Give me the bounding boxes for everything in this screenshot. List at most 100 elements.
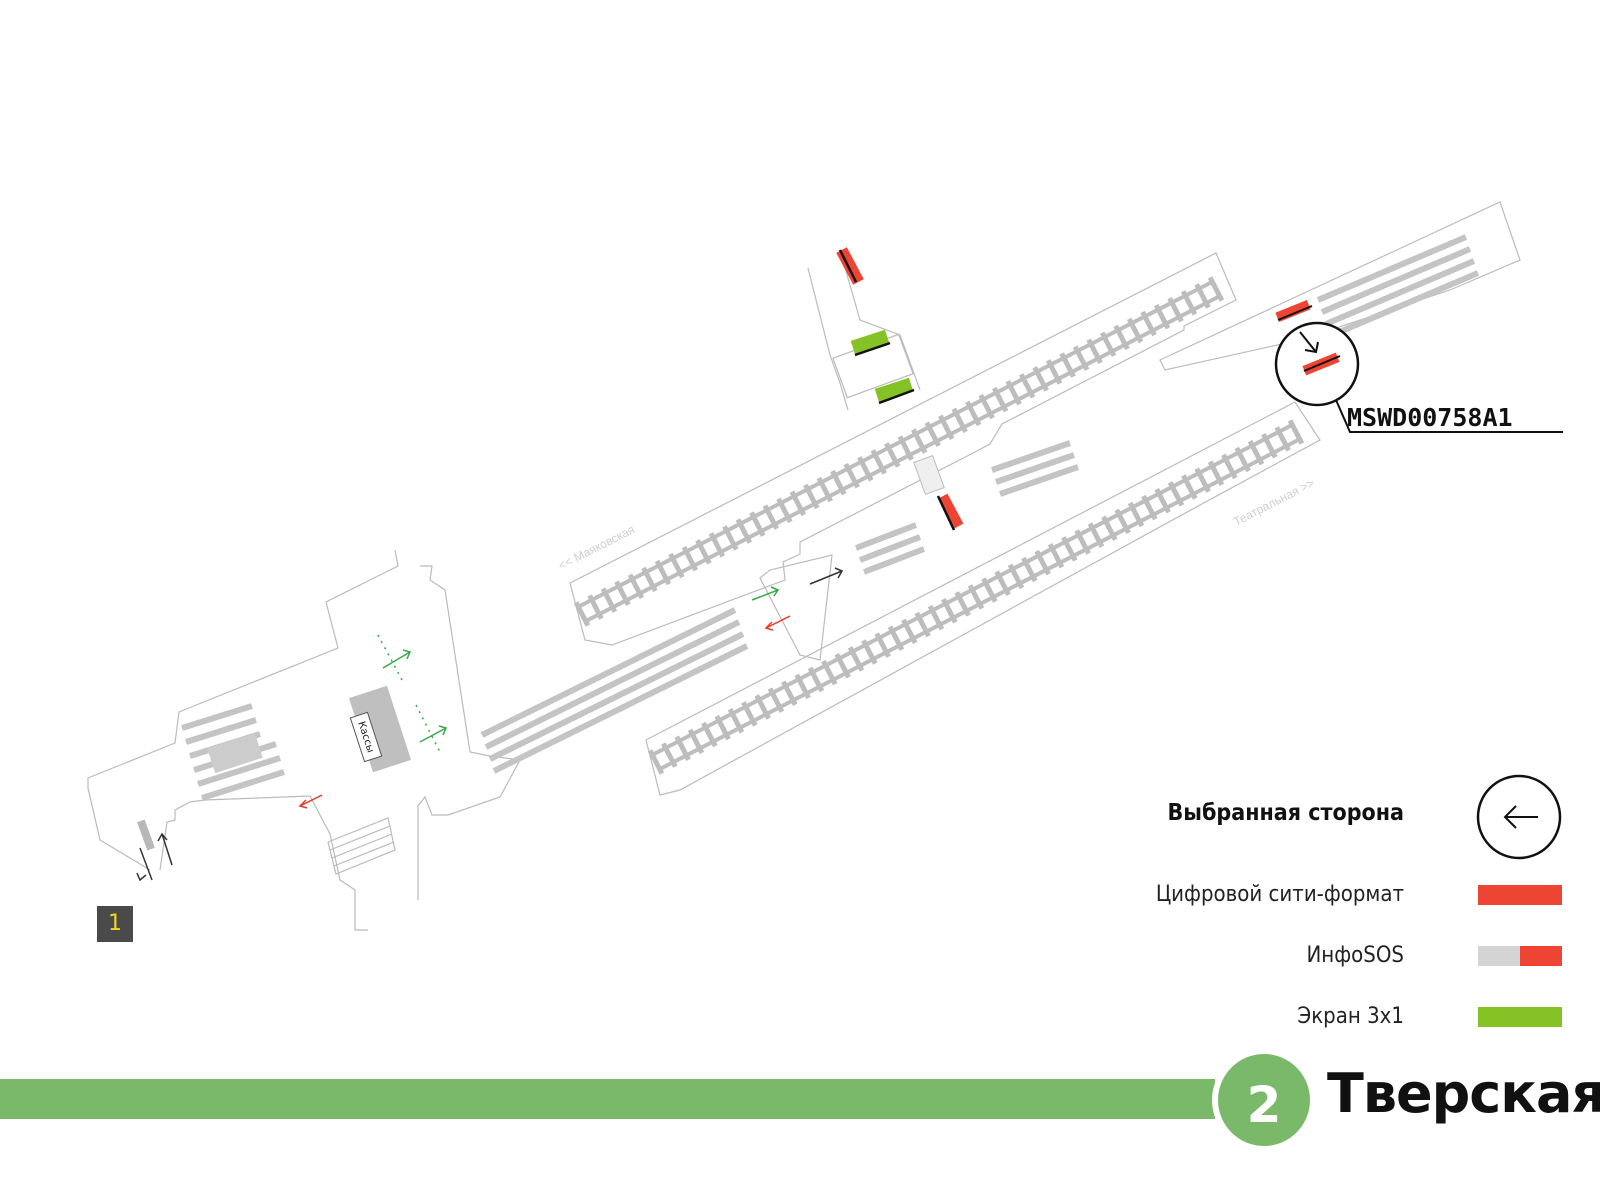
track-sleeper bbox=[901, 618, 918, 645]
track-sleeper bbox=[1101, 515, 1118, 541]
track-sleeper bbox=[661, 742, 678, 768]
track-sleeper bbox=[816, 476, 833, 503]
track-sleeper bbox=[981, 577, 998, 603]
direction-label-mayakovskaya: << Маяковская bbox=[556, 522, 637, 572]
track-sleeper bbox=[708, 532, 726, 558]
direction-arrow-icon bbox=[136, 567, 844, 882]
track-sleeper bbox=[1181, 474, 1198, 500]
direction-arrows bbox=[136, 567, 844, 882]
track-sleeper bbox=[762, 504, 780, 530]
track-sleeper bbox=[695, 539, 712, 565]
track-sleeper bbox=[807, 666, 825, 693]
legend-city-format-label: Цифровой сити-формат bbox=[1155, 882, 1404, 907]
track-sleeper bbox=[965, 400, 982, 427]
legend-selected-side-label: Выбранная сторона bbox=[1167, 800, 1404, 826]
track-sleeper bbox=[843, 462, 860, 489]
track-sleeper bbox=[1194, 283, 1211, 309]
track-sleeper bbox=[767, 687, 785, 713]
track-sleeper bbox=[847, 646, 865, 672]
track-sleeper bbox=[1140, 310, 1157, 337]
track-sleeper bbox=[924, 421, 941, 447]
track-sleeper bbox=[992, 386, 1009, 413]
track-sleeper bbox=[1274, 426, 1291, 452]
track-sleeper bbox=[1099, 331, 1117, 358]
track-sleeper bbox=[1086, 338, 1103, 364]
track-sleeper bbox=[951, 407, 968, 434]
track-sleeper bbox=[1261, 433, 1278, 459]
cashier-booth: Кассы bbox=[348, 685, 412, 773]
selected-screen-callout[interactable] bbox=[1274, 321, 1563, 433]
track-sleeper bbox=[587, 594, 604, 620]
track-sleeper bbox=[1113, 324, 1130, 351]
track-sleeper bbox=[938, 414, 955, 441]
track-sleeper bbox=[701, 721, 718, 748]
line-number: 2 bbox=[1246, 1076, 1282, 1134]
screen-infosos-middle[interactable] bbox=[936, 493, 964, 531]
track-sleeper bbox=[1061, 536, 1078, 562]
track-sleeper bbox=[1114, 508, 1131, 535]
track-sleeper bbox=[954, 591, 971, 617]
track-sleeper bbox=[887, 625, 905, 651]
legend-infosos-label: ИнфоSOS bbox=[1306, 943, 1405, 968]
screen-city-format-top[interactable] bbox=[836, 247, 864, 285]
track-sleeper bbox=[1059, 352, 1076, 378]
track-sleeper bbox=[714, 714, 731, 741]
track-sleeper bbox=[1180, 290, 1198, 316]
track-sleeper bbox=[1034, 549, 1051, 576]
track-sleeper bbox=[614, 580, 631, 606]
track-sleeper bbox=[1141, 494, 1158, 521]
track-sleeper bbox=[1047, 543, 1065, 569]
line-band bbox=[0, 1079, 1215, 1119]
track-sleeper bbox=[911, 428, 928, 454]
track-sleeper bbox=[897, 435, 914, 461]
direction-label-teatralnaya: Театральная >> bbox=[1231, 476, 1317, 529]
screen-3x1-upper[interactable] bbox=[850, 329, 891, 357]
track-sleeper bbox=[834, 653, 851, 679]
track-sleeper bbox=[978, 393, 995, 420]
track-sleeper bbox=[1126, 317, 1144, 344]
track-sleeper bbox=[1007, 563, 1025, 590]
track-sleeper bbox=[1194, 467, 1211, 493]
track-sleeper bbox=[573, 601, 591, 627]
legend-infosos-swatch bbox=[1478, 946, 1562, 966]
escalator-main bbox=[480, 607, 749, 774]
track-sleeper bbox=[1127, 501, 1145, 528]
legend-city-format-swatch bbox=[1478, 885, 1562, 905]
track-sleeper bbox=[754, 694, 771, 720]
track-sleeper bbox=[1072, 345, 1090, 371]
track-sleeper bbox=[1207, 276, 1225, 302]
track-sleeper bbox=[789, 490, 806, 517]
track-sleeper bbox=[641, 566, 658, 593]
track-sleeper bbox=[830, 469, 847, 496]
track-sleeper bbox=[674, 735, 691, 761]
track-sleeper bbox=[654, 559, 672, 586]
track-sleeper bbox=[1153, 303, 1171, 330]
track-sleeper bbox=[781, 680, 798, 706]
track-sleeper bbox=[967, 584, 985, 610]
track-sleeper bbox=[727, 708, 745, 734]
track-sleeper bbox=[1045, 359, 1063, 385]
direction-arrow-icon bbox=[298, 615, 791, 809]
selected-side-icon bbox=[1299, 331, 1319, 354]
track-sleeper bbox=[927, 604, 945, 631]
track-sleeper bbox=[741, 701, 758, 727]
track-sleeper bbox=[681, 545, 699, 572]
track-sleeper bbox=[1018, 373, 1036, 399]
track-sleeper bbox=[941, 598, 958, 624]
screen-3x1-lower[interactable] bbox=[874, 377, 915, 405]
track-sleeper bbox=[1074, 529, 1091, 555]
direction-arrow-icon bbox=[382, 586, 780, 743]
track-sleeper bbox=[857, 456, 874, 482]
track-sleeper bbox=[1287, 419, 1305, 445]
selected-screen-edge bbox=[1303, 355, 1341, 372]
legend-selected-side-icon bbox=[1476, 774, 1562, 860]
track-sleeper bbox=[1167, 481, 1185, 507]
stairs bbox=[327, 817, 396, 875]
track-sleeper bbox=[1221, 453, 1238, 480]
track-sleeper bbox=[1021, 556, 1038, 583]
screen-city-format-right[interactable] bbox=[1275, 299, 1313, 323]
track-sleeper bbox=[884, 442, 901, 468]
track-upper bbox=[573, 276, 1225, 627]
track-lower bbox=[647, 419, 1305, 775]
